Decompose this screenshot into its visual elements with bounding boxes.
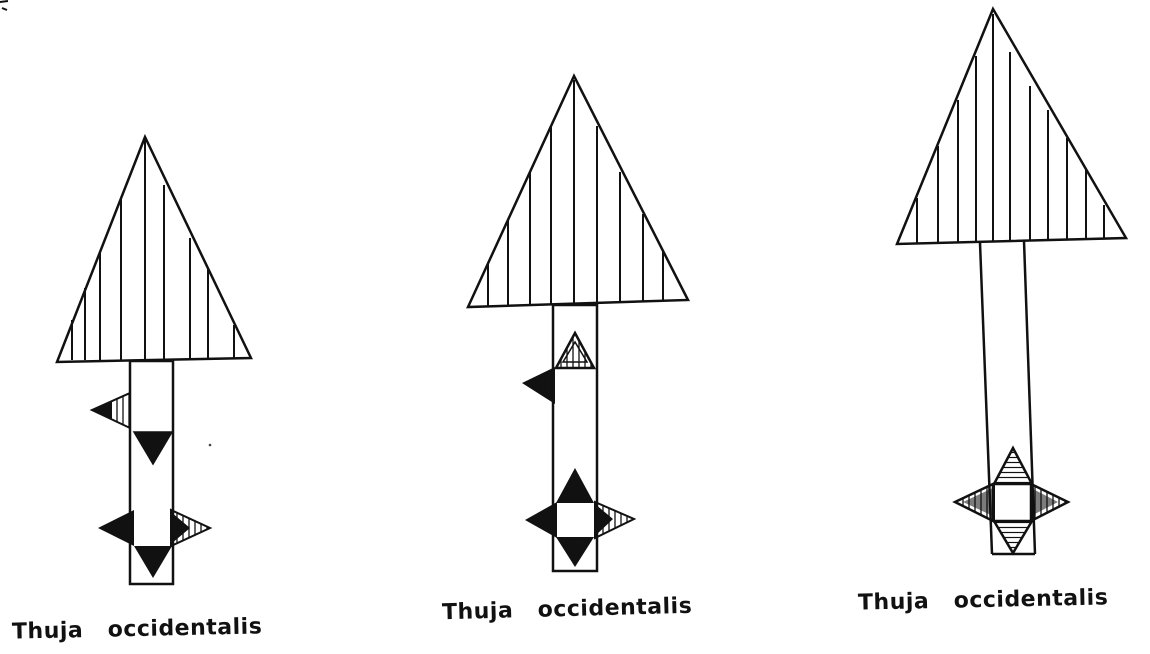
scan-speck	[209, 444, 212, 447]
branch-marker-upper	[92, 393, 172, 464]
species-label-1: Thuja occidentalis	[12, 614, 263, 644]
branch-marker-lower	[525, 468, 634, 567]
branch-marker-upper	[522, 367, 555, 404]
tree-diagram-2	[468, 76, 688, 571]
crown-triangle	[897, 9, 1126, 244]
scan-artifact	[0, 1, 8, 10]
branch-marker-top	[556, 333, 594, 368]
tree-diagram-3	[897, 9, 1126, 554]
crown-triangle	[57, 137, 251, 362]
tree-diagram-1	[57, 137, 251, 584]
species-label-3: Thuja occidentalis	[858, 585, 1109, 615]
branch-marker-lower	[98, 510, 210, 578]
branch-marker-lower	[955, 448, 1068, 553]
crown-triangle	[468, 76, 688, 307]
